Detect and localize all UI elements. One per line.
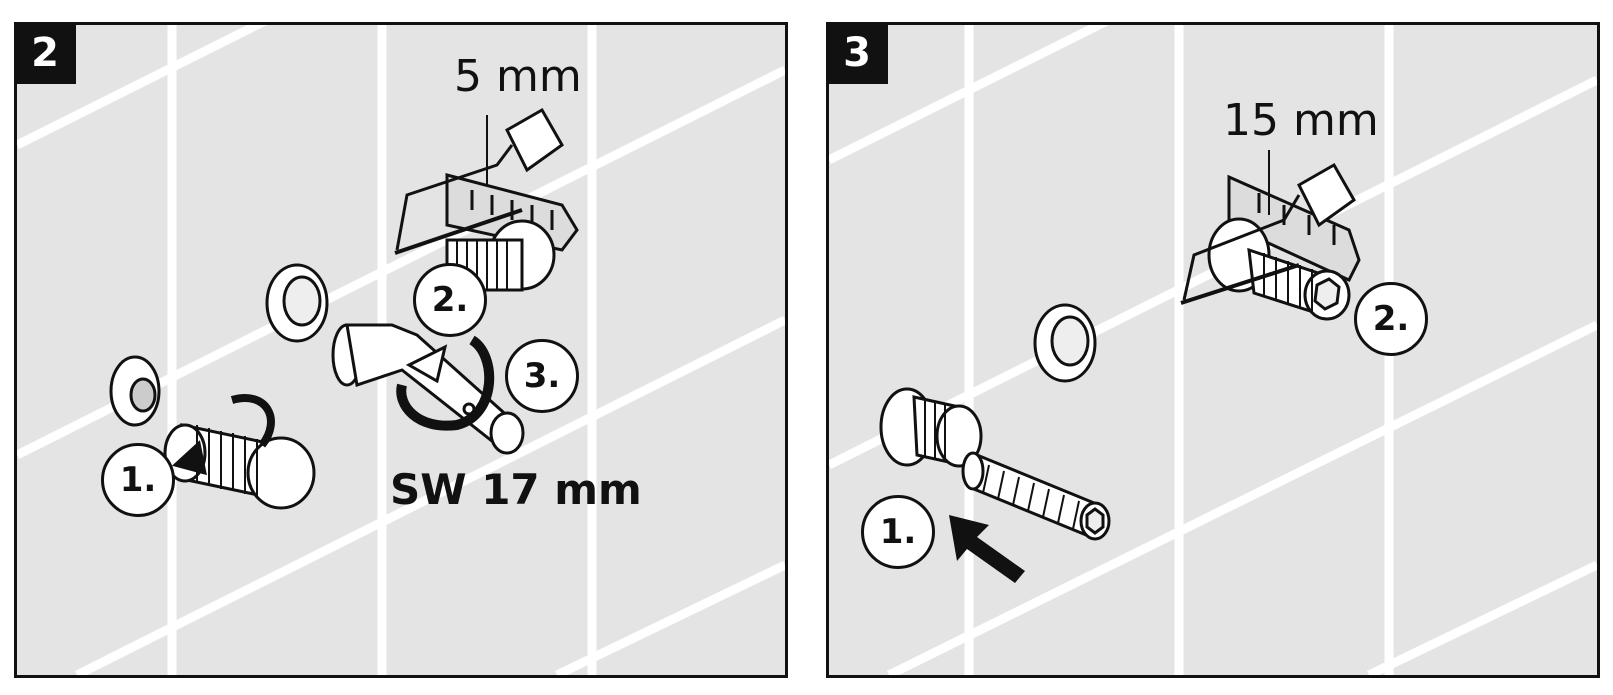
- sub-step-1-badge: 1.: [861, 495, 935, 569]
- sub-step-2-badge: 2.: [1354, 282, 1428, 356]
- sub-step-3-badge: 3.: [505, 339, 579, 413]
- panel-step-2: 2 5 mm SW 17 mm 1. 2. 3.: [14, 22, 788, 678]
- push-arrow-icon: [949, 515, 1025, 583]
- extension-tube-icon: [961, 451, 1111, 541]
- rotate-arrow-icon: [230, 394, 275, 448]
- wrench-size-label: SW 17 mm: [390, 465, 642, 514]
- cover-cap-icon: [265, 263, 329, 343]
- step-number-badge: 3: [829, 25, 888, 84]
- hacksaw-icon: [1180, 150, 1361, 321]
- panel-2-illustration: [17, 25, 785, 675]
- cover-cap-icon: [109, 355, 161, 427]
- rotate-arrow-icon: [396, 335, 495, 431]
- extension-tube-icon: [331, 323, 525, 455]
- tile-grout-lines: [829, 25, 1597, 675]
- sub-step-1-badge: 1.: [101, 443, 175, 517]
- sub-step-2-badge: 2.: [413, 263, 487, 337]
- hacksaw-icon: [394, 107, 579, 292]
- cut-length-label: 5 mm: [454, 51, 582, 102]
- threaded-nipple-icon: [879, 387, 983, 468]
- ruler-icon: [1227, 174, 1361, 282]
- panel-step-3: 3 15 mm 1. 2.: [826, 22, 1600, 678]
- cover-cap-icon: [1033, 303, 1097, 383]
- step-number-badge: 2: [17, 25, 76, 84]
- threaded-nipple-icon: [163, 394, 316, 510]
- panel-3-illustration: [829, 25, 1597, 675]
- cut-length-label: 15 mm: [1223, 95, 1379, 146]
